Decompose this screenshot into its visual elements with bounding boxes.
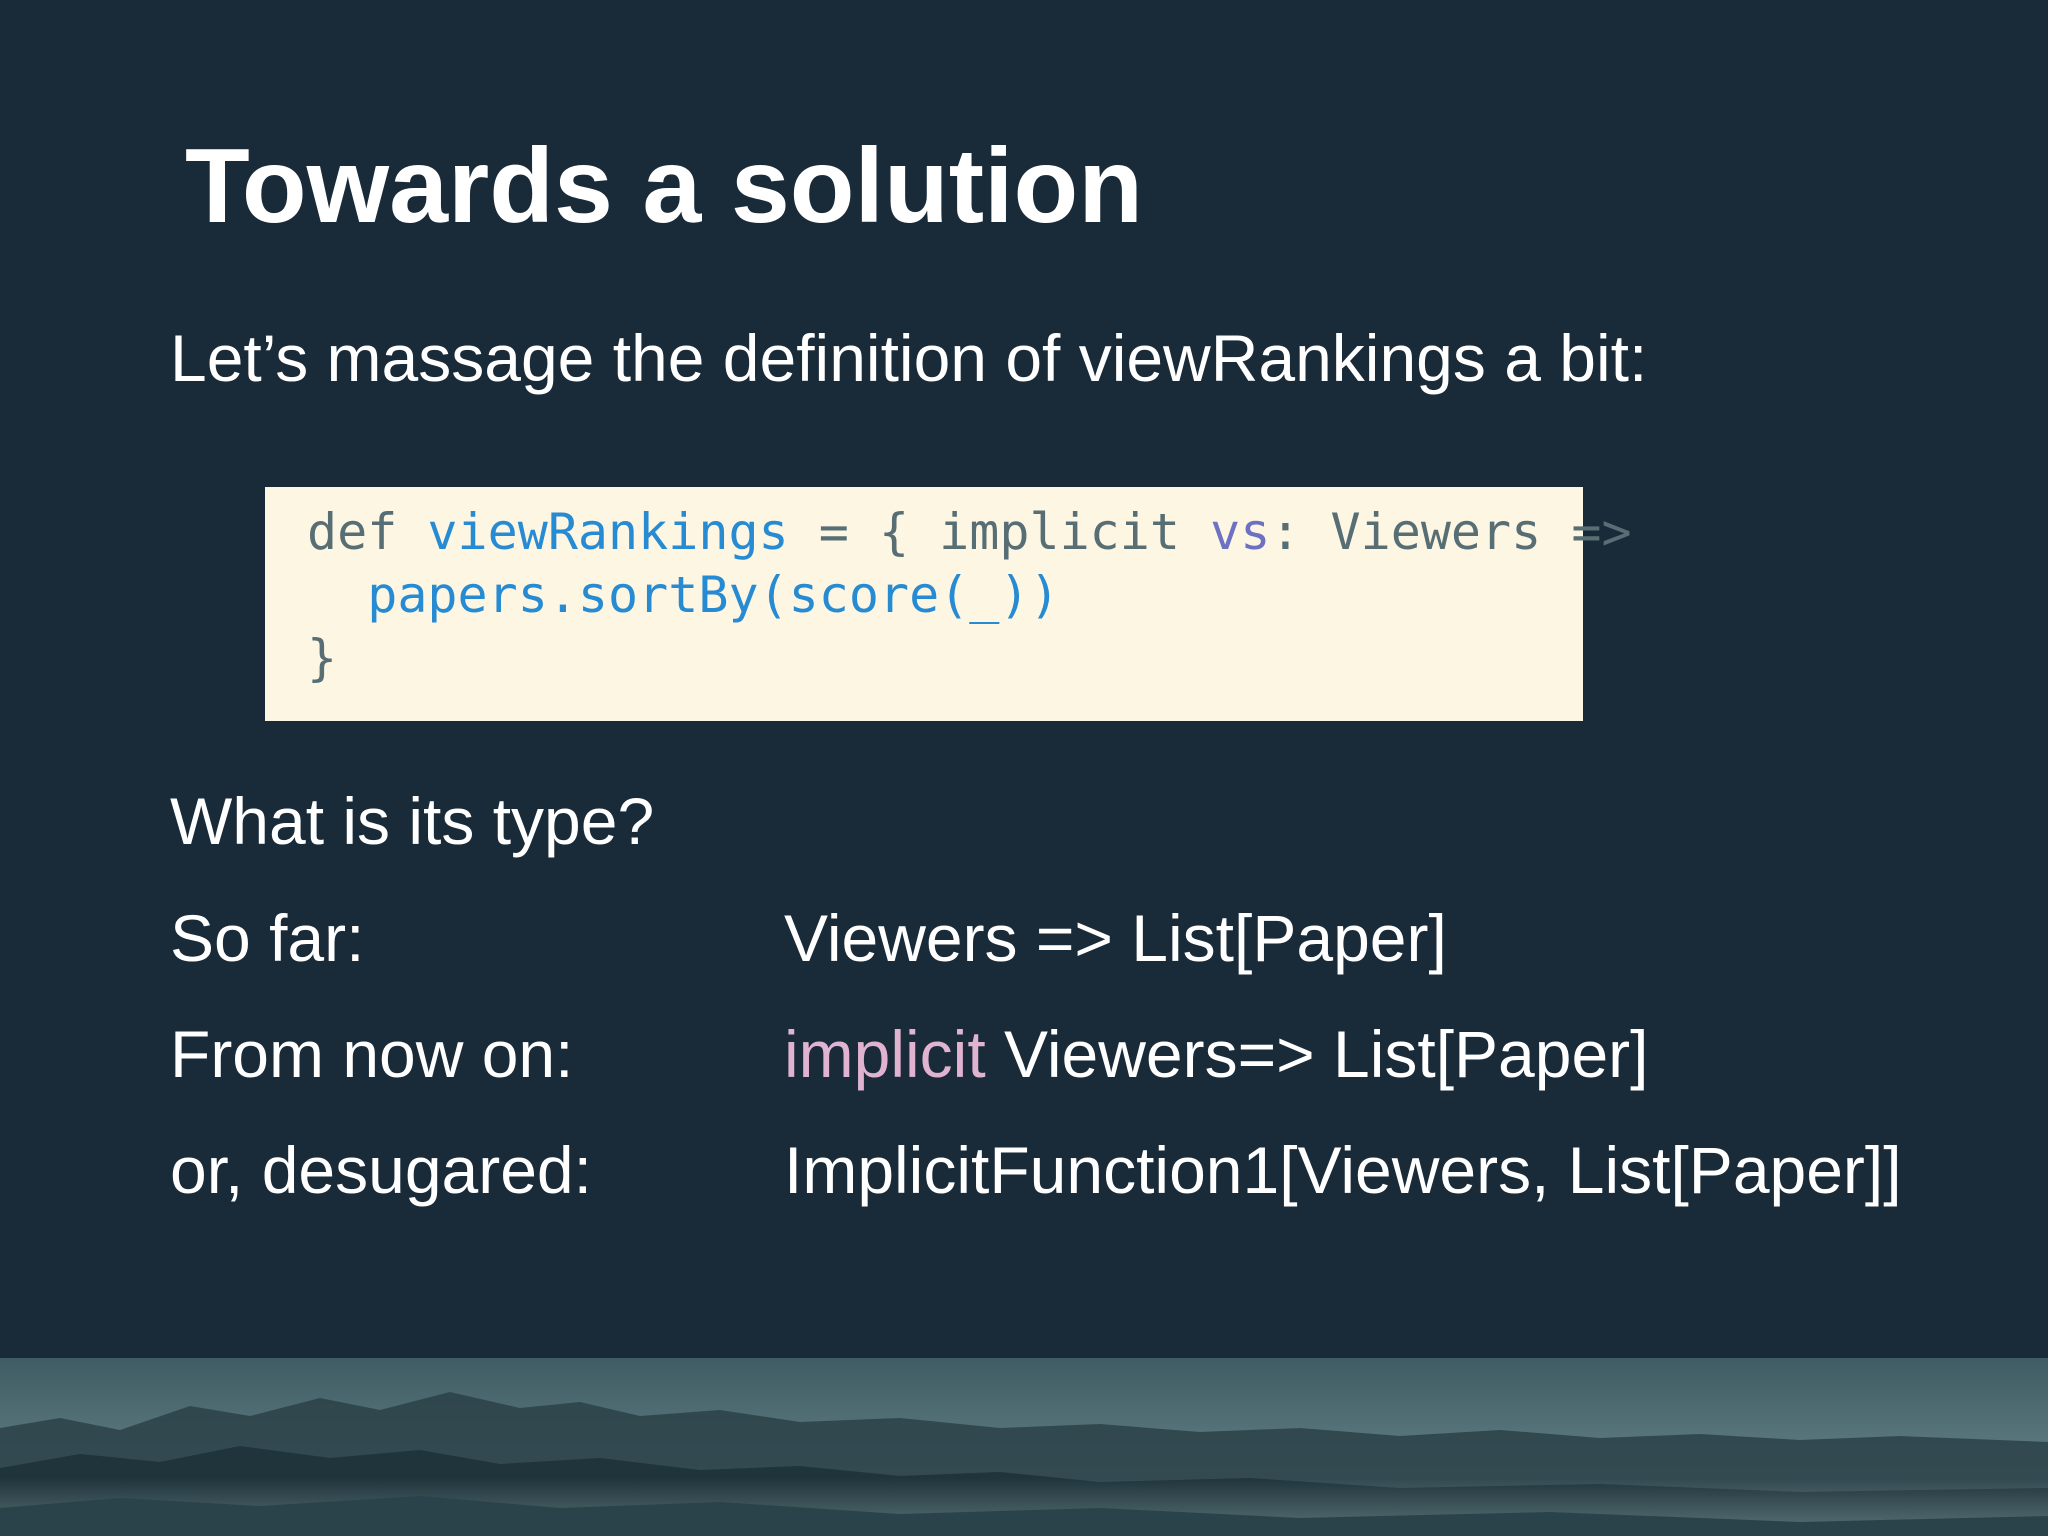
implicit-keyword: implicit xyxy=(784,1017,986,1091)
code-param-name: vs xyxy=(1210,503,1271,561)
type-row-value-text: Viewers=> List[Paper] xyxy=(985,1017,1649,1091)
type-row-value: implicit Viewers=> List[Paper] xyxy=(784,1018,1649,1091)
type-row-label: From now on: xyxy=(170,1017,574,1091)
code-block: def viewRankings = { implicit vs: Viewer… xyxy=(265,487,1632,721)
code-function-name: viewRankings xyxy=(427,503,789,561)
code-line-1: def viewRankings = { implicit vs: Viewer… xyxy=(307,501,1632,564)
code-closing-brace: } xyxy=(307,629,338,687)
question-text: What is its type? xyxy=(170,784,655,858)
code-line-3: } xyxy=(307,627,1541,690)
code-keyword-def: def xyxy=(307,503,428,561)
slide-title: Towards a solution xyxy=(185,127,1143,245)
mountain-landscape-image xyxy=(0,1358,2048,1536)
intro-text: Let’s massage the definition of viewRank… xyxy=(170,321,1648,395)
type-row-value: Viewers => List[Paper] xyxy=(784,901,1447,975)
type-row-label: So far: xyxy=(170,901,365,975)
code-text: = { implicit xyxy=(788,503,1211,561)
code-line-2: papers.sortBy(score(_)) xyxy=(307,564,1541,627)
type-row-label: or, desugared: xyxy=(170,1133,592,1207)
code-expression: papers.sortBy(score(_)) xyxy=(367,566,1060,624)
code-param-type: : Viewers => xyxy=(1270,503,1632,561)
code-indent xyxy=(307,566,367,624)
type-row-value: ImplicitFunction1[Viewers, List[Paper]] xyxy=(784,1133,1902,1207)
